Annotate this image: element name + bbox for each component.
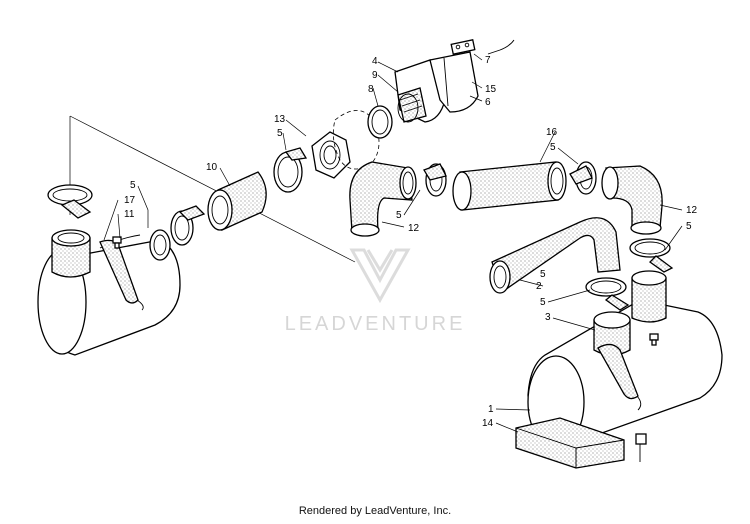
spring-7: [487, 39, 515, 55]
clamp-16-right: [569, 161, 597, 195]
clamp-left-mid: [170, 205, 206, 246]
callout-12: 12: [408, 223, 420, 234]
clamp-16-left: [423, 163, 447, 197]
callout-5: 5: [396, 210, 402, 221]
callout-12: 12: [686, 205, 698, 216]
housing-4: [394, 59, 446, 123]
callout-17: 17: [124, 195, 136, 206]
pipe-2: [489, 217, 621, 294]
callout-5: 5: [540, 269, 546, 280]
callout-11: 11: [124, 209, 135, 220]
callout-4: 4: [372, 56, 378, 67]
callout-1: 1: [488, 404, 494, 415]
clamp-left-top: [47, 184, 93, 219]
callout-5: 5: [130, 180, 136, 191]
watermark-text: LEADVENTURE: [285, 313, 466, 335]
callout-15: 15: [485, 84, 497, 95]
tube-10: [207, 171, 267, 231]
footer-credit: Rendered by LeadVenture, Inc.: [298, 505, 452, 517]
ring-8: [367, 105, 393, 139]
muffler-left: [37, 229, 181, 356]
pad-14: [515, 417, 625, 469]
clamp-13-side: [273, 147, 308, 193]
callout-10: 10: [206, 162, 218, 173]
alignment-line: [69, 115, 356, 263]
nut-13: [311, 131, 351, 179]
callout-5: 5: [540, 297, 546, 308]
callout-3: 3: [545, 312, 551, 323]
leader-lines: [103, 53, 683, 433]
tube-16: [452, 161, 567, 211]
callout-13: 13: [274, 114, 286, 125]
callout-5: 5: [277, 128, 283, 139]
callout-8: 8: [368, 84, 374, 95]
clamp-pipe-2: [585, 277, 630, 311]
callout-labels: 4 9 8 7 15 6 13 5 10 16 5 5 17 11 5 12 1…: [124, 55, 698, 429]
callout-16: 16: [546, 127, 558, 138]
coupler-left: [149, 229, 171, 261]
callout-5: 5: [686, 221, 692, 232]
callout-14: 14: [482, 418, 494, 429]
elbow-12-left: [349, 161, 417, 237]
callout-5: 5: [550, 142, 556, 153]
callout-7: 7: [485, 55, 491, 66]
clamp-right-elbow: [629, 238, 674, 273]
watermark-logo: [349, 248, 411, 304]
bracket-6: [429, 39, 479, 113]
callout-9: 9: [372, 70, 378, 81]
callout-6: 6: [485, 97, 491, 108]
elbow-12-right: [601, 165, 663, 235]
callout-2: 2: [536, 281, 542, 292]
